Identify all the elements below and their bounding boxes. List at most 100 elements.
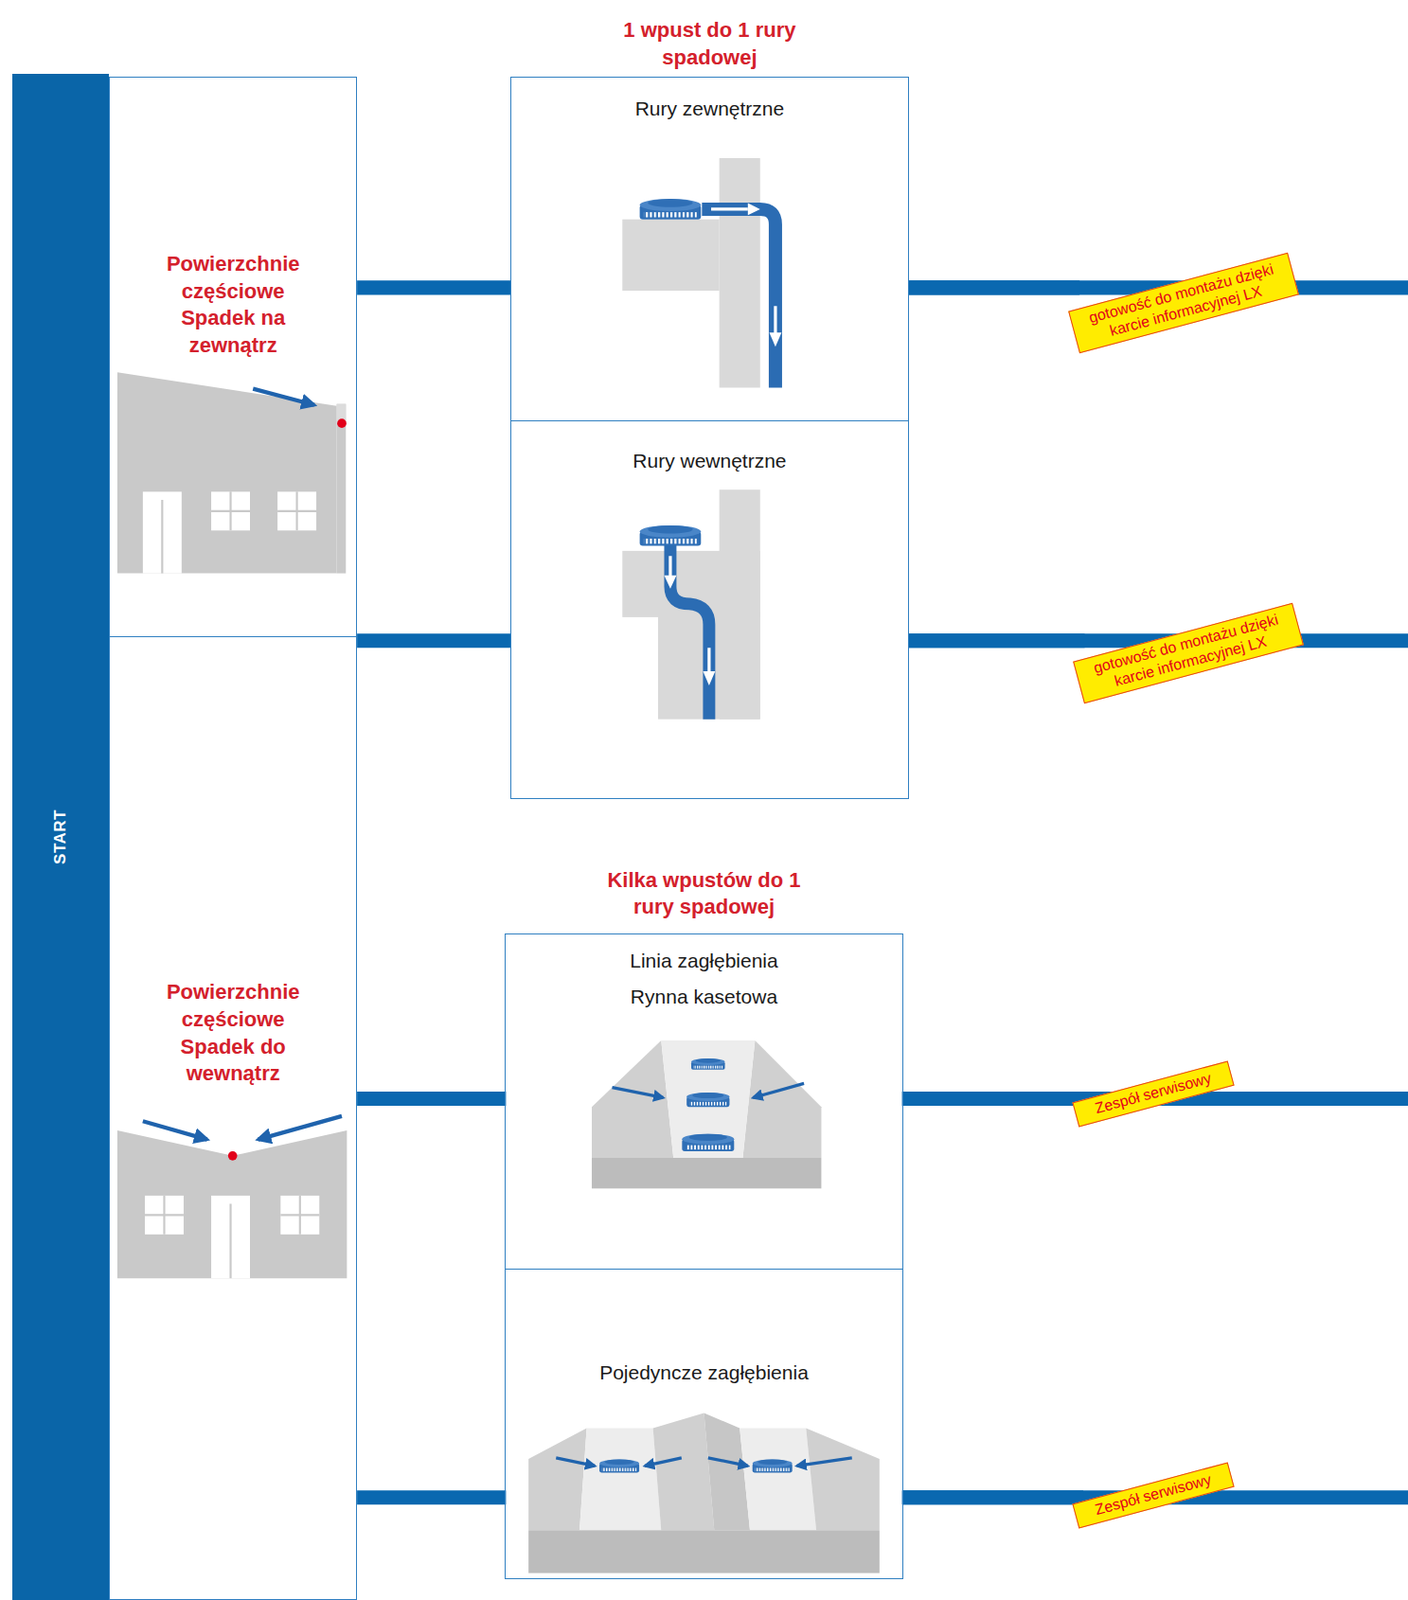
- category-box: Powierzchnie częściowe Spadek do wewnątr…: [108, 637, 357, 1600]
- pipe: [701, 209, 776, 389]
- roof-slope: [653, 1412, 715, 1531]
- tag-text: Zespół serwisowy: [1081, 1066, 1226, 1122]
- node-text: Rury wewnętrzne: [511, 447, 909, 474]
- gutter: [660, 1040, 755, 1159]
- flow-arrow-head: [663, 575, 677, 589]
- window-cross: [277, 491, 317, 531]
- tag-text: Zespół serwisowy: [1081, 1468, 1226, 1524]
- flow-arrow-head: [748, 202, 761, 215]
- roof-drain: [599, 1459, 640, 1473]
- result-tag: Zespół serwisowy: [1071, 1462, 1234, 1530]
- option-group: Kilka wpustów do 1 rury spadowejLinia za…: [504, 933, 903, 1580]
- door: [211, 1195, 250, 1279]
- roof-drain: [681, 1134, 734, 1152]
- flow-arrow: [711, 207, 749, 211]
- window-cross: [144, 1195, 184, 1235]
- flow-connector: [902, 1490, 1084, 1505]
- roof-drain: [686, 1092, 730, 1107]
- tag-text: gotowość do montażu dzięki karcie inform…: [1082, 608, 1295, 698]
- slope-arrow: [752, 1083, 804, 1098]
- house-wall: [117, 372, 338, 573]
- flow-connector: [356, 280, 512, 295]
- roof-slope: [591, 1040, 674, 1159]
- option-cell: Rury zewnętrzne: [511, 77, 909, 421]
- roof-drain: [640, 198, 702, 220]
- flow-connector: [908, 280, 1080, 295]
- flow-arrow: [707, 647, 711, 674]
- valley: [739, 1428, 817, 1532]
- tag-text: gotowość do montażu dzięki karcie inform…: [1077, 258, 1290, 348]
- flow-connector: [356, 633, 512, 648]
- result-tag: gotowość do montażu dzięki karcie inform…: [1068, 252, 1300, 354]
- window: [280, 1195, 320, 1235]
- internal-pipe-figure: [622, 489, 760, 719]
- door-line: [229, 1203, 232, 1279]
- slope-arrow: [258, 1116, 342, 1141]
- flow-lines: [903, 287, 1408, 1498]
- flow-arrow-head: [702, 671, 715, 686]
- house-inward: [117, 1116, 347, 1279]
- node-text: Powierzchnie częściowe Spadek do wewnątr…: [147, 979, 319, 1088]
- node-text: Kilka wpustów do 1 rury spadowej: [585, 867, 822, 922]
- window-cross: [280, 1195, 320, 1235]
- slope-arrow: [142, 1121, 208, 1140]
- node-text: Powierzchnie częściowe Spadek na zewnątr…: [147, 250, 319, 359]
- slope-arrow: [555, 1458, 595, 1467]
- result-tag: Zespół serwisowy: [1071, 1060, 1234, 1127]
- parapet: [337, 404, 347, 574]
- flow-connector: [356, 1091, 506, 1106]
- flow-connector: [356, 1490, 506, 1505]
- door-line: [160, 499, 163, 574]
- result-tag: gotowość do montażu dzięki karcie inform…: [1072, 602, 1304, 703]
- roof-drain: [752, 1459, 793, 1473]
- slope-arrow: [797, 1458, 853, 1467]
- roof-slope: [742, 1040, 821, 1159]
- door: [142, 491, 182, 573]
- roof-edge: [591, 1158, 821, 1189]
- slope-arrow: [612, 1087, 664, 1099]
- node-text: Linia zagłębienia: [505, 947, 902, 974]
- external-pipe-figure: [622, 158, 782, 388]
- window-cross: [211, 491, 250, 531]
- roof-slope: [805, 1428, 880, 1532]
- window: [211, 491, 250, 531]
- drain-point: [337, 418, 347, 428]
- start-label: START: [51, 809, 71, 865]
- wall: [719, 158, 761, 388]
- category-box: Powierzchnie częściowe Spadek na zewnątr…: [108, 76, 357, 639]
- roof-edge: [528, 1530, 880, 1573]
- drain-point: [228, 1151, 238, 1161]
- roof-drain: [691, 1058, 726, 1070]
- start-bar: START: [12, 73, 109, 1600]
- slope-arrow: [644, 1458, 682, 1467]
- valley: [579, 1428, 661, 1532]
- drawing: [117, 158, 1408, 1574]
- flow-connector: [902, 1091, 1084, 1106]
- gutter-line-figure: [591, 1040, 821, 1189]
- slope-arrow: [252, 389, 315, 406]
- option-cell: Linia zagłębieniaRynna kasetowa: [505, 934, 902, 1269]
- house-wall: [117, 1130, 347, 1279]
- window: [277, 491, 317, 531]
- slope-arrow: [708, 1458, 749, 1467]
- roof-slope: [528, 1428, 587, 1532]
- flow-arrow-head: [768, 332, 782, 347]
- node-text: Rynna kasetowa: [505, 983, 902, 1010]
- roof-slab: [622, 219, 719, 291]
- node-text: Rury zewnętrzne: [511, 95, 909, 122]
- roof-drain: [640, 525, 702, 547]
- window: [144, 1195, 184, 1235]
- flow-arrow: [773, 305, 777, 335]
- option-cell: Pojedyncze zagłębienia: [505, 1268, 902, 1581]
- flow-arrow: [668, 555, 672, 578]
- pipe: [670, 540, 710, 720]
- house-outward: [117, 372, 347, 573]
- single-valleys-figure: [528, 1412, 880, 1573]
- node-text: 1 wpust do 1 rury spadowej: [590, 17, 828, 72]
- option-cell: Rury wewnętrzne: [511, 420, 909, 801]
- node-text: Pojedyncze zagłębienia: [505, 1359, 902, 1386]
- flow-connector: [908, 633, 1085, 648]
